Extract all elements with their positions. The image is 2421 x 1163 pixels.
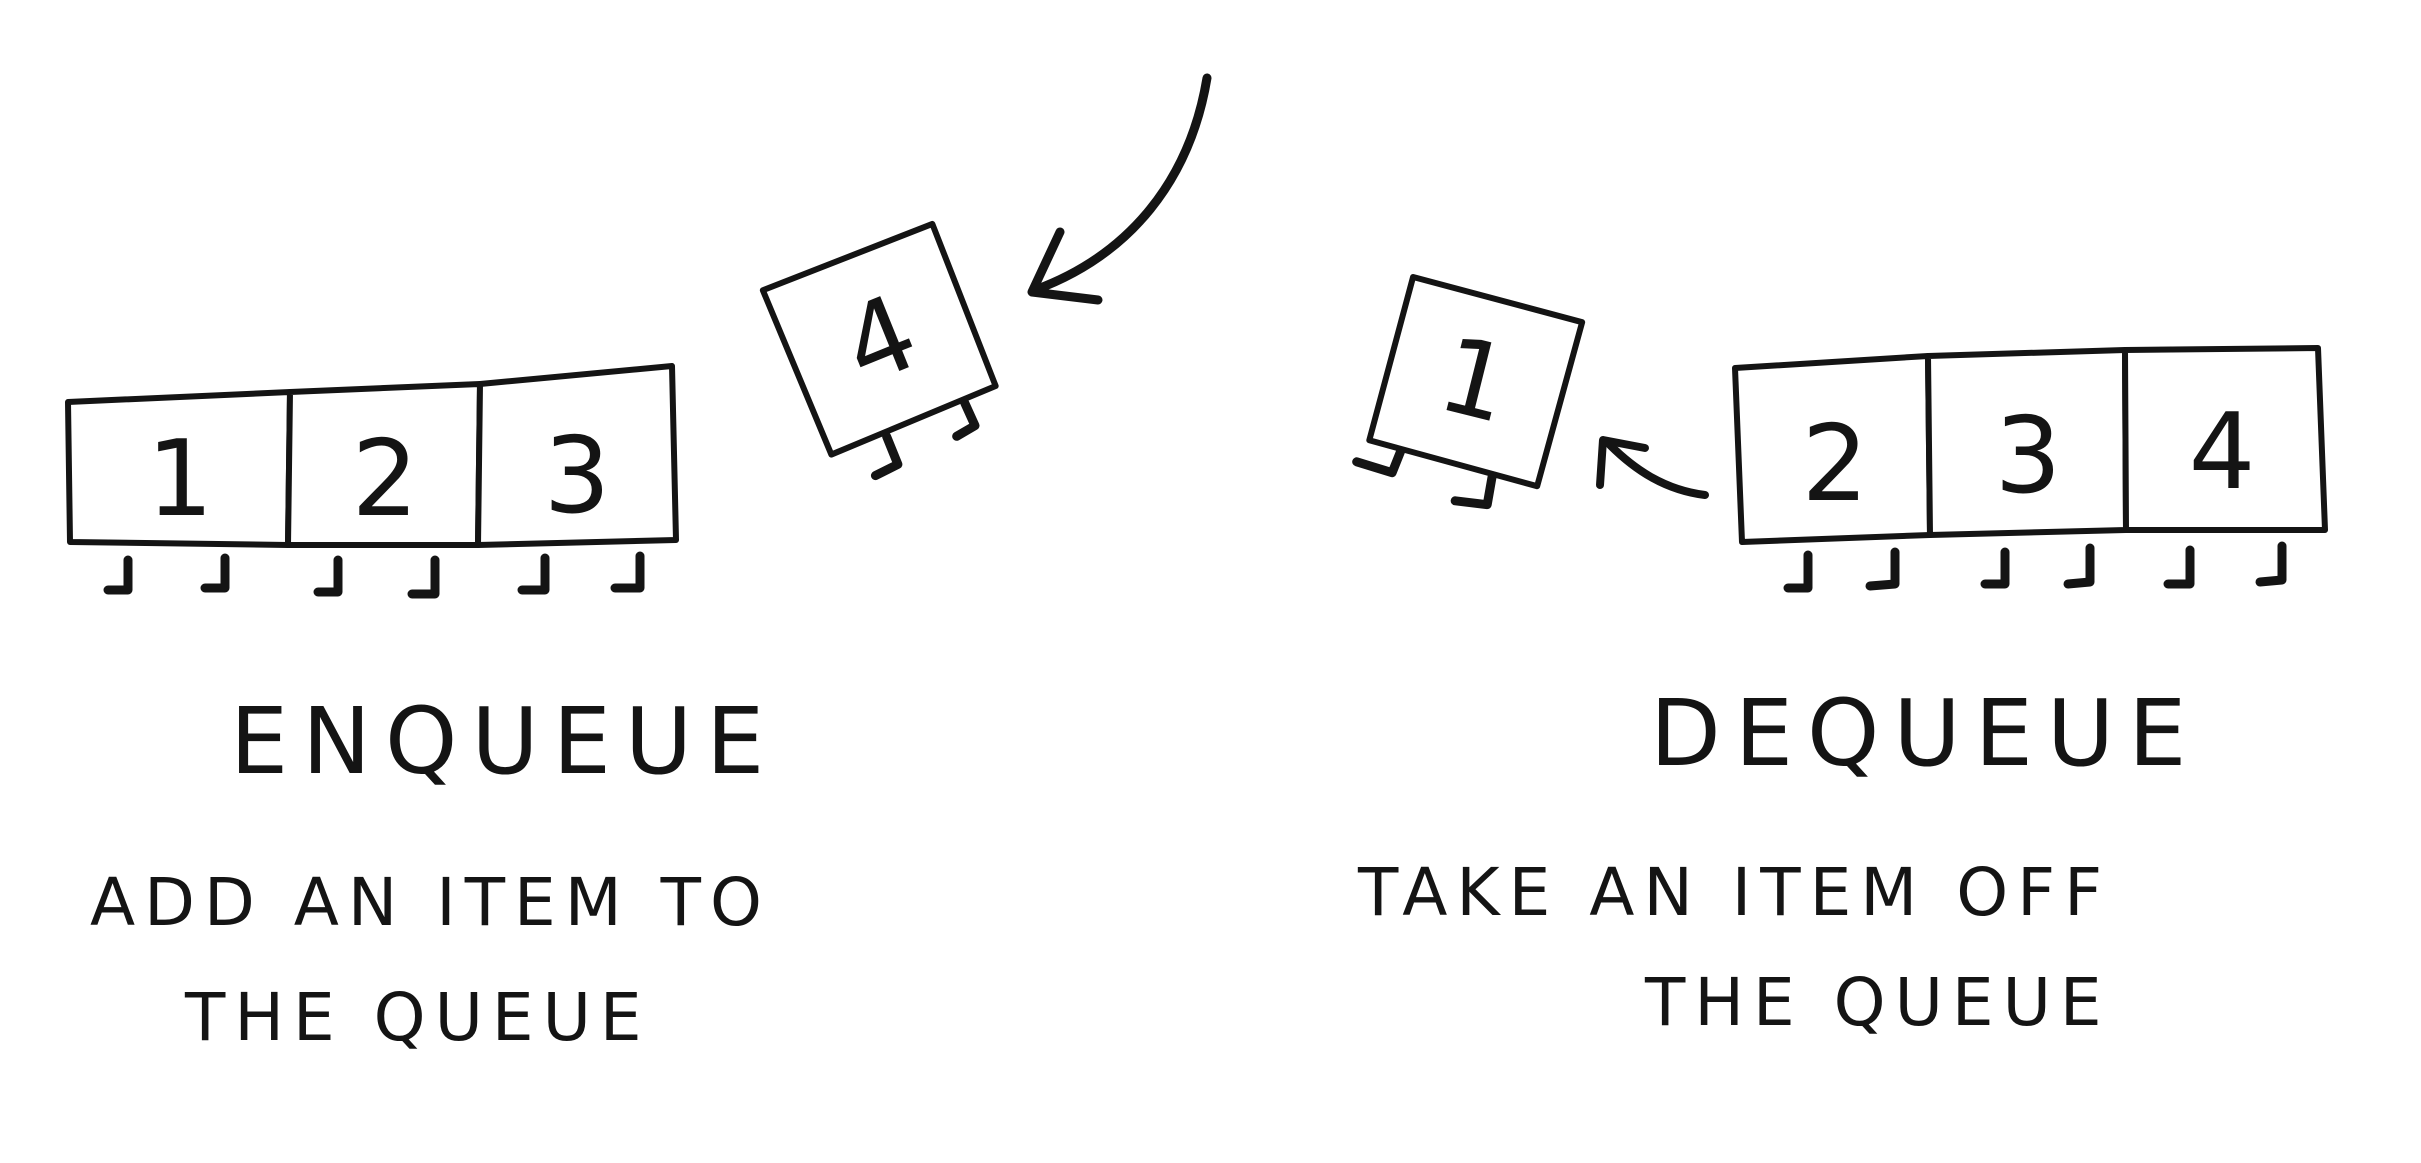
queue-item-label: 3 [544, 415, 611, 537]
dequeue-caption-line2: THE QUEUE [1644, 964, 2111, 1041]
outgoing-item: 1 [1352, 273, 1586, 510]
queue-item-label: 2 [1802, 403, 1869, 525]
enqueue-caption-line1: ADD AN ITEM TO [90, 864, 771, 941]
enqueue-arrow-icon [1027, 73, 1212, 305]
dequeue-title: DEQUEUE [1650, 680, 2200, 787]
queue-item-label: 3 [1995, 395, 2062, 517]
queue-item: 2 [285, 381, 483, 599]
enqueue-section: 1 2 3 4 [65, 73, 1212, 1056]
queue-item: 1 [65, 389, 293, 595]
dequeue-section: 1 2 3 4 [1352, 273, 2328, 1041]
dequeue-caption-line1: TAKE AN ITEM OFF [1357, 854, 2111, 931]
enqueue-queue: 1 2 3 [65, 363, 679, 599]
dequeue-queue: 2 3 4 [1732, 345, 2328, 593]
queue-item: 2 [1732, 353, 1933, 593]
enqueue-title: ENQUEUE [230, 688, 778, 795]
queue-item-label: 4 [2189, 391, 2256, 513]
dequeue-arrow-icon [1596, 436, 1709, 499]
queue-item-label: 1 [147, 418, 214, 540]
queue-item: 3 [1925, 347, 2129, 589]
queue-item: 3 [475, 363, 679, 595]
enqueue-caption-line2: THE QUEUE [184, 979, 651, 1056]
queue-item: 4 [2122, 345, 2328, 589]
incoming-item: 4 [759, 220, 999, 481]
queue-item-label: 2 [352, 418, 419, 540]
